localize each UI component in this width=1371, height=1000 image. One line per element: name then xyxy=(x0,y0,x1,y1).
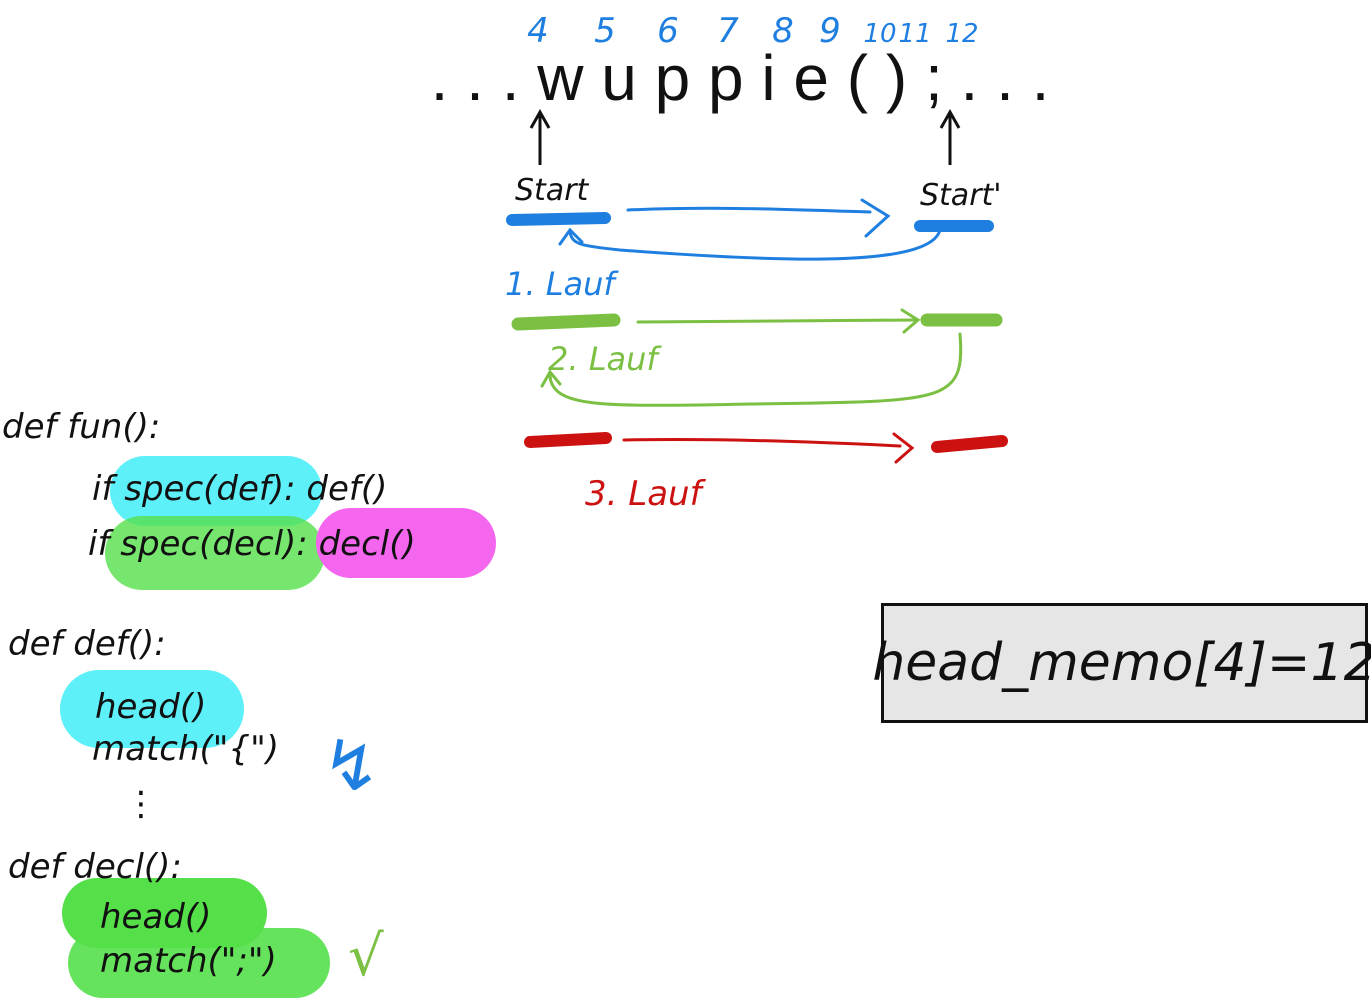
pass-2-return-arrow xyxy=(548,332,963,407)
input-string: . . . w u p p i e ( ) ; . . . xyxy=(431,42,1050,114)
pass-2-forward-arrow xyxy=(636,318,917,324)
pass-3-marks xyxy=(524,432,1008,464)
fun-header: def fun(): xyxy=(2,407,160,447)
start-prime-arrow xyxy=(939,108,961,165)
start-prime-label: Start' xyxy=(920,178,1002,213)
pass-1-return-arrow xyxy=(568,228,942,261)
highlight-decl-match xyxy=(68,928,330,998)
pass-2-start-bar xyxy=(511,313,621,331)
def-fail-mark: ↯ xyxy=(322,725,381,807)
def-line-match: match("{") xyxy=(92,729,279,769)
decl-success-mark: √ xyxy=(348,924,384,989)
pass-3-end-bar xyxy=(931,435,1008,453)
highlight-spec-def xyxy=(110,456,322,526)
start-label: Start xyxy=(515,173,590,208)
decl-line-match: match(";") xyxy=(100,941,277,981)
position-5: 5 xyxy=(594,11,616,51)
start-arrow xyxy=(529,108,551,165)
pass-1-start-bar xyxy=(506,212,611,226)
def-line-head: head() xyxy=(95,687,206,727)
highlight-def-head xyxy=(60,670,244,748)
code-fun: def fun(): if spec(def): def() if spec(d… xyxy=(2,407,416,564)
highlight-decl-call xyxy=(316,508,496,578)
code-def: def def(): head() match("{") ⋮ ↯ xyxy=(8,624,381,824)
pass-1-label: 1. Lauf xyxy=(505,265,619,303)
position-8: 8 xyxy=(772,11,794,51)
position-4: 4 xyxy=(527,11,549,51)
fun-line-2: if spec(decl): decl() xyxy=(88,524,416,564)
position-6: 6 xyxy=(657,11,679,51)
pass-3-forward-arrow xyxy=(622,437,902,448)
position-12: 12 xyxy=(945,19,978,49)
code-decl: def decl(): head() match(";") √ xyxy=(8,847,384,989)
pass-3-start-bar xyxy=(524,432,612,448)
pass-1-forward-arrow xyxy=(626,206,872,214)
position-10: 10 xyxy=(863,19,896,49)
memo-box: head_memo[4]=12 xyxy=(872,603,1371,723)
decl-line-head: head() xyxy=(100,897,211,937)
decl-header: def decl(): xyxy=(8,847,182,887)
position-numbers: 4 5 6 7 8 9 10 11 12 xyxy=(527,11,978,51)
pass-2-label: 2. Lauf xyxy=(548,340,662,378)
pass-1-marks xyxy=(506,198,994,261)
pass-2-marks xyxy=(511,308,1003,407)
memo-text: head_memo[4]=12 xyxy=(872,633,1371,693)
highlight-spec-decl xyxy=(105,516,325,590)
position-9: 9 xyxy=(819,11,841,51)
def-line-ellipsis: ⋮ xyxy=(124,784,158,824)
fun-line-1: if spec(def): def() xyxy=(92,469,387,509)
def-header: def def(): xyxy=(8,624,166,664)
position-11: 11 xyxy=(898,19,931,49)
position-7: 7 xyxy=(717,11,739,51)
pass-3-label: 3. Lauf xyxy=(585,474,707,514)
